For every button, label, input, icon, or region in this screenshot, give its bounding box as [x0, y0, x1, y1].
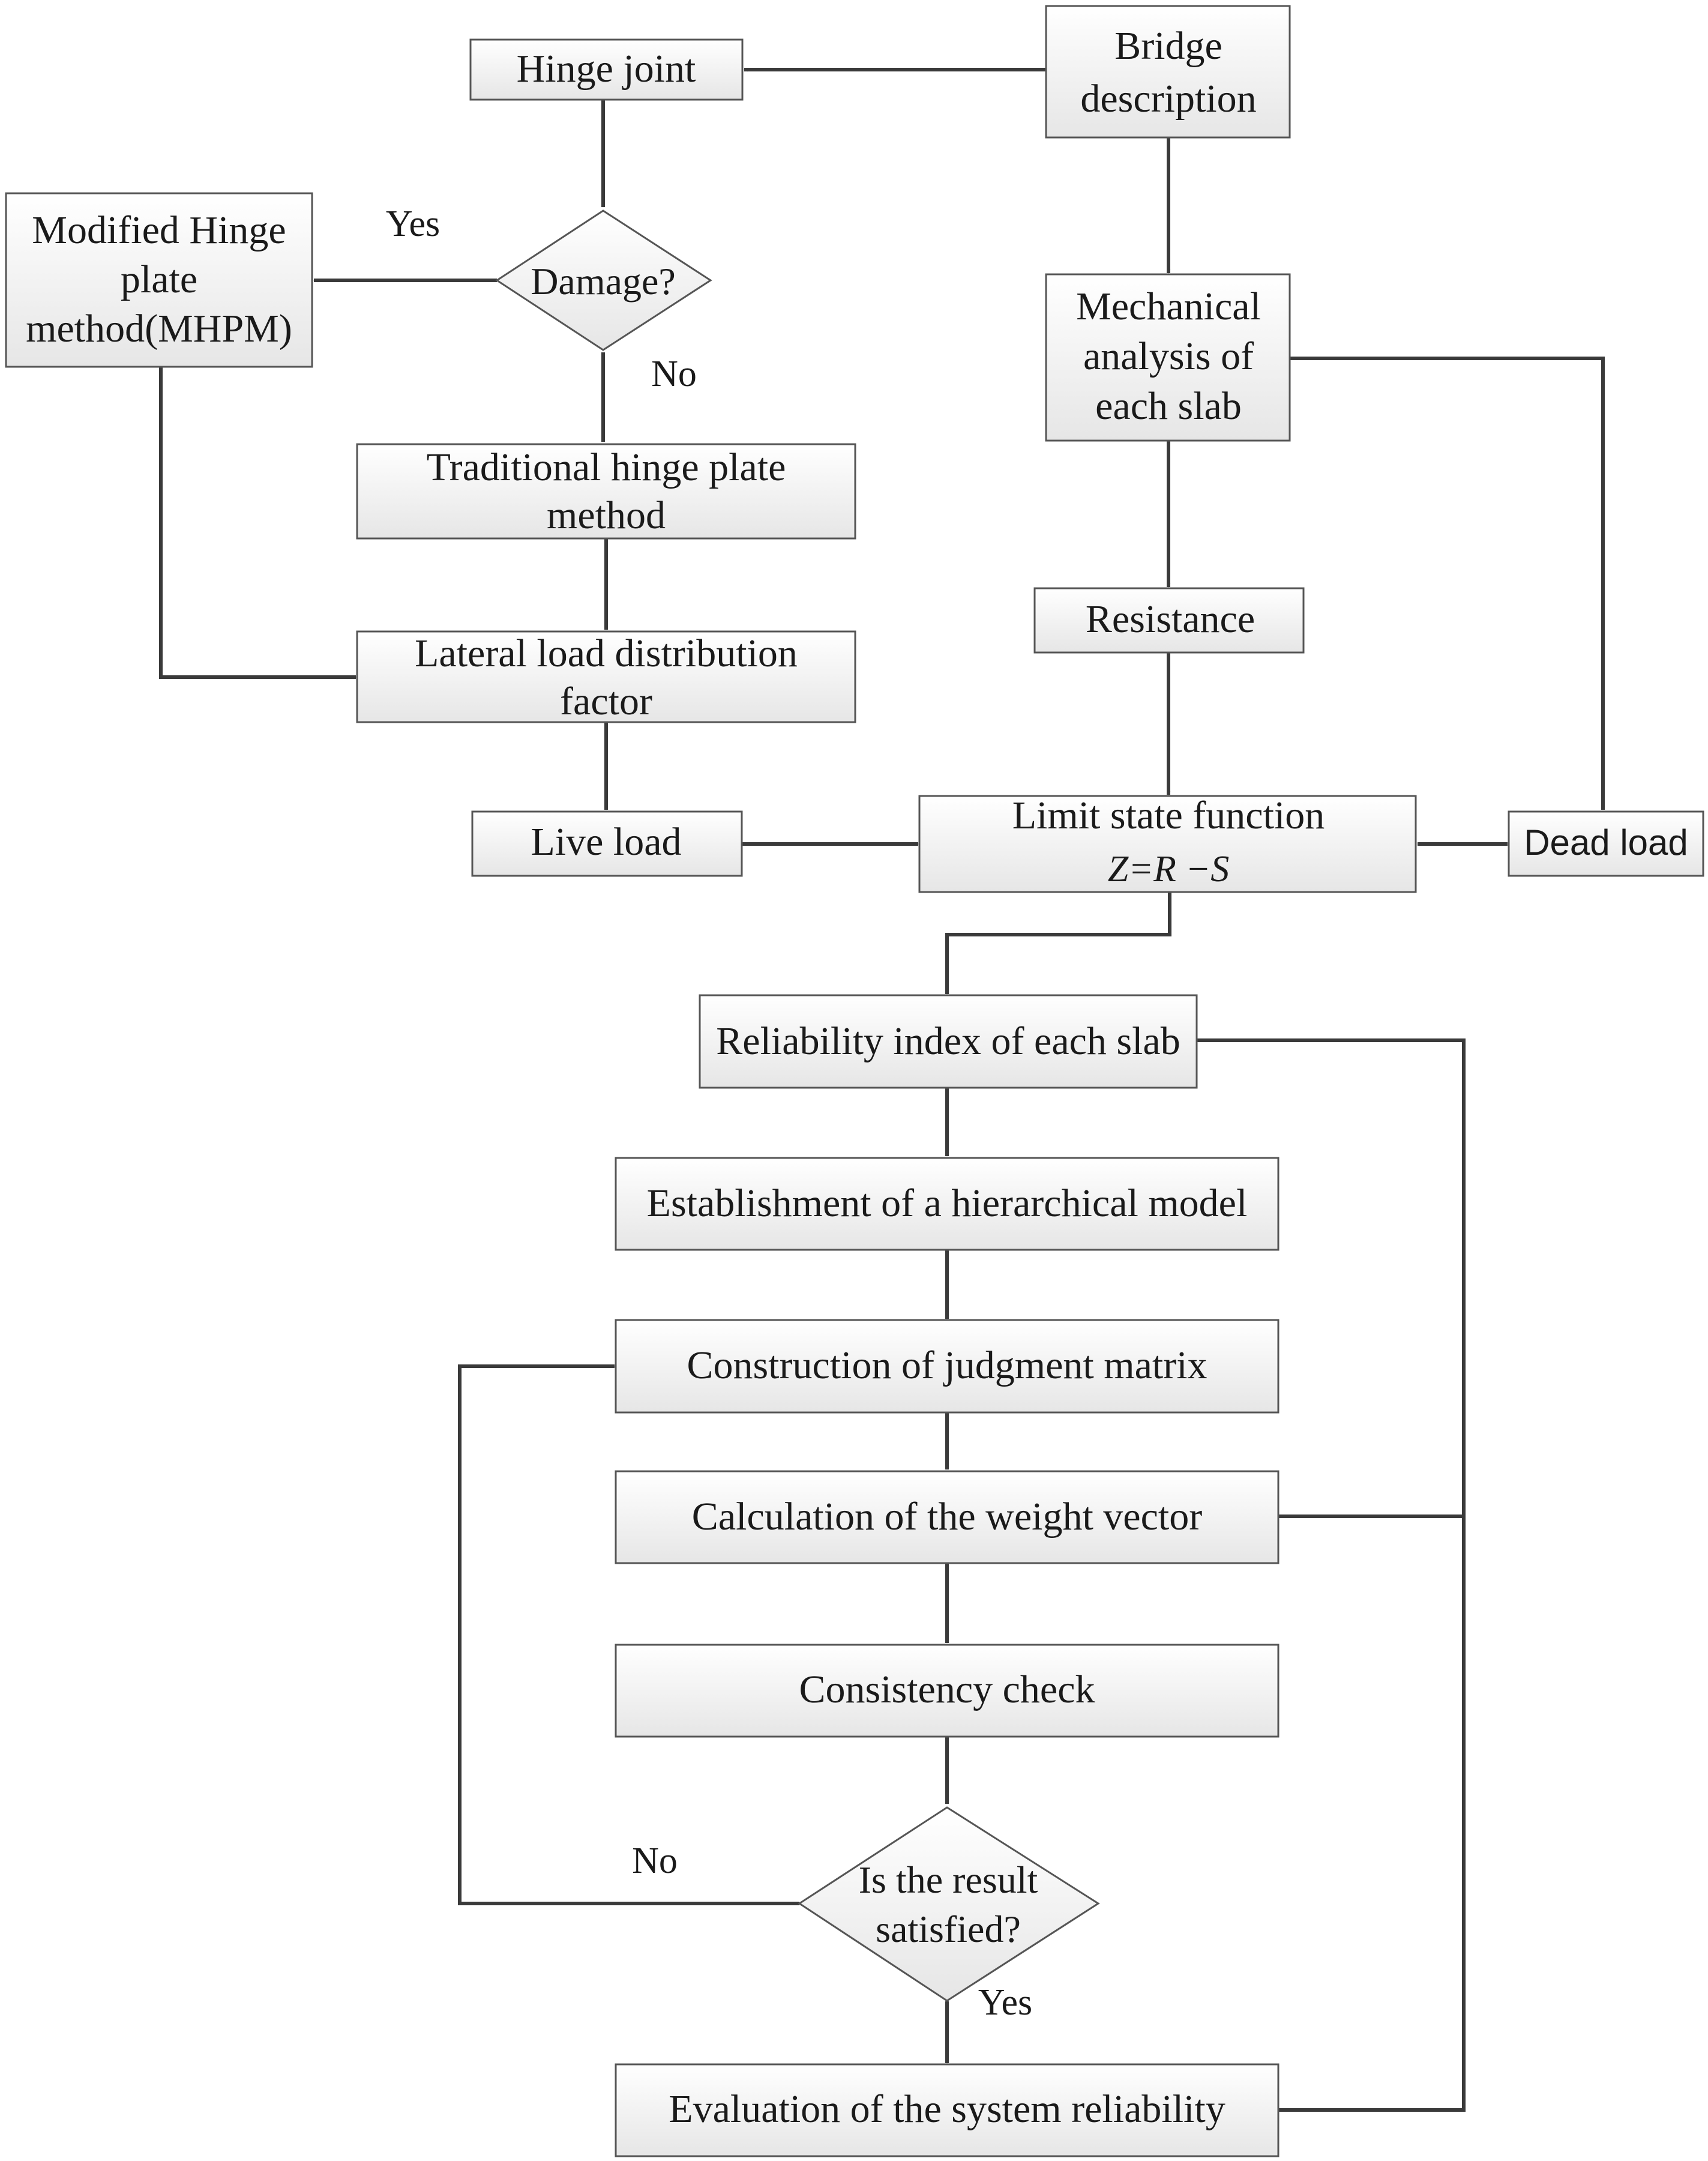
node-label: Damage?: [531, 260, 676, 303]
node-label: Establishment of a hierarchical model: [647, 1181, 1248, 1225]
node-bridge-description: Bridge description: [1045, 5, 1291, 139]
node-label: Modified Hinge: [32, 208, 286, 252]
node-label: Construction of judgment matrix: [687, 1343, 1207, 1387]
node-label: Evaluation of the system reliability: [669, 2087, 1225, 2131]
node-label: Is the result: [859, 1858, 1038, 1901]
node-result-satisfied-decision: Is the result satisfied?: [798, 1806, 1100, 2002]
edge-decision-no: [458, 1364, 799, 1905]
node-judgment-matrix: Construction of judgment matrix: [615, 1319, 1279, 1414]
node-label: Mechanical: [1076, 285, 1261, 328]
node-label: Hinge joint: [517, 47, 696, 91]
node-weight-vector: Calculation of the weight vector: [615, 1470, 1279, 1564]
node-hinge-joint: Hinge joint: [469, 38, 744, 101]
label-result-yes: Yes: [978, 1982, 1032, 2023]
node-label: plate: [121, 258, 197, 301]
node-consistency-check: Consistency check: [615, 1644, 1279, 1738]
label-result-no: No: [632, 1840, 678, 1881]
node-live-load: Live load: [471, 810, 743, 877]
node-reliability-index: Reliability index of each slab: [699, 994, 1198, 1089]
node-label: Reliability index of each slab: [716, 1019, 1180, 1063]
node-label: Consistency check: [799, 1668, 1095, 1711]
node-label: description: [1080, 77, 1256, 121]
edge-mechanical-to-deadload: [1290, 357, 1605, 810]
edge-reliability-to-system: [1197, 1038, 1466, 2112]
node-label: Calculation of the weight vector: [692, 1495, 1202, 1539]
node-label: factor: [560, 680, 652, 723]
node-label: Bridge: [1114, 24, 1222, 68]
label-damage-yes: Yes: [386, 203, 440, 244]
node-label: analysis of: [1083, 334, 1254, 378]
nodes: Hinge joint Bridge description Damage? M…: [5, 5, 1704, 2157]
node-label: Limit state function: [1012, 794, 1325, 837]
connectors: [159, 67, 1605, 2112]
node-modified-hinge-plate-method: Modified Hinge plate method(MHPM): [5, 192, 313, 368]
edge-mhpm-to-lateral: [159, 367, 356, 680]
node-dead-load: Dead load: [1508, 810, 1704, 877]
node-label: Lateral load distribution: [415, 631, 798, 675]
node-label: method: [547, 493, 666, 537]
node-label: Traditional hinge plate: [427, 445, 786, 489]
node-label: Z=R −S: [1108, 849, 1230, 890]
edge-limitstate-to-reliability: [945, 892, 1171, 995]
node-resistance: Resistance: [1033, 587, 1305, 654]
edge-labels: Yes No No Yes: [386, 203, 1032, 2023]
node-mechanical-analysis: Mechanical analysis of each slab: [1045, 273, 1291, 442]
node-label: Dead load: [1524, 822, 1688, 863]
node-lateral-load-distribution-factor: Lateral load distribution factor: [356, 630, 856, 723]
node-label: Resistance: [1086, 597, 1255, 641]
node-limit-state-function: Limit state function Z=R −S: [918, 794, 1417, 893]
node-hierarchical-model: Establishment of a hierarchical model: [615, 1157, 1279, 1251]
node-damage-decision: Damage?: [495, 209, 712, 351]
node-label: Live load: [531, 820, 681, 864]
node-label: satisfied?: [876, 1908, 1021, 1950]
node-label: each slab: [1095, 384, 1242, 428]
node-traditional-hinge-plate-method: Traditional hinge plate method: [356, 443, 856, 540]
node-label: method(MHPM): [26, 307, 292, 351]
label-damage-no: No: [651, 354, 697, 394]
node-system-reliability: Evaluation of the system reliability: [615, 2063, 1279, 2157]
